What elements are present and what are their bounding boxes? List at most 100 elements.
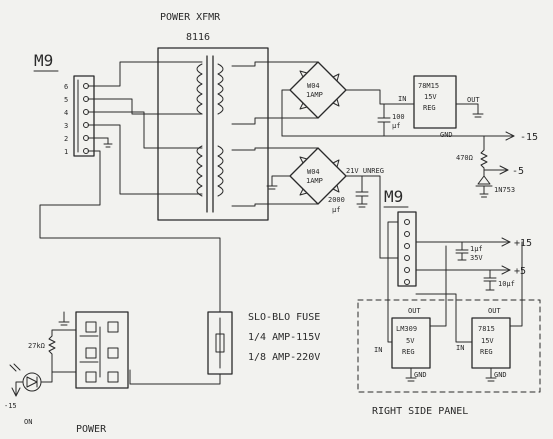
slo-blo-fuse — [207, 311, 233, 375]
arrow-head — [499, 165, 509, 175]
capacitor-value: 100 — [392, 113, 405, 121]
switch-resistor-value: 27kΩ — [28, 342, 45, 350]
pin-gnd-label: GND — [440, 131, 453, 139]
wire — [231, 117, 319, 125]
regulator-lm309: LM309 5V REG IN OUT GND — [374, 307, 431, 379]
right-m9-connector: M9 — [383, 187, 417, 287]
regulator-7815: 7815 15V REG IN OUT GND — [456, 307, 511, 379]
diode-mark — [329, 159, 340, 168]
output-neg5: -5 — [512, 166, 524, 177]
ground-symbol — [103, 137, 113, 148]
bridge-outline — [289, 61, 347, 119]
wire — [345, 89, 409, 105]
pin-out-label: OUT — [467, 96, 480, 104]
capacitor-unit: µf — [332, 206, 340, 214]
pin-label: 4 — [64, 109, 68, 117]
wire — [40, 371, 53, 383]
pin-out-label: OUT — [488, 307, 501, 315]
led-label: ON — [24, 418, 32, 426]
fuse-note: SLO-BLO FUSE — [248, 312, 320, 323]
rectifier-label-line2: 1AMP — [306, 91, 323, 99]
diode-mark — [299, 185, 308, 196]
regulator-part: LM309 — [396, 325, 417, 333]
pin-in-label: IN — [374, 346, 382, 354]
zener-part: 1N753 — [494, 186, 515, 194]
small-capacitor — [483, 269, 497, 291]
led-rays — [9, 363, 21, 372]
led-diode — [26, 376, 38, 388]
right-connector-label: M9 — [384, 187, 403, 206]
left-m9-connector: M9 6 5 4 3 2 1 — [33, 51, 95, 157]
regulator-type: REG — [423, 104, 436, 112]
diode-mark — [329, 98, 340, 107]
pin-label: 3 — [64, 122, 68, 130]
output-pos15: +15 — [514, 238, 532, 249]
arrow-head — [11, 387, 21, 397]
regulator-type: REG — [402, 348, 415, 356]
regulator-body — [413, 75, 457, 129]
zener-diode — [475, 175, 493, 198]
wire — [15, 381, 24, 397]
ground-symbol — [266, 175, 291, 190]
left-connector-label: M9 — [34, 51, 53, 70]
power-transformer — [157, 47, 269, 221]
resistor-27k — [48, 329, 77, 361]
capacitor-value: 2000 — [328, 196, 345, 204]
pin-out-label: OUT — [408, 307, 421, 315]
diode-mark — [329, 184, 340, 193]
diode-mark — [299, 156, 308, 167]
ground-symbol — [58, 311, 70, 326]
wire — [231, 61, 319, 67]
secondary-coil-upper — [217, 63, 224, 115]
transformer-outline — [157, 47, 269, 221]
right-side-panel-box — [357, 299, 541, 393]
primary-coil-upper — [196, 63, 203, 115]
right-connector-body — [397, 211, 417, 287]
power-switch-caption: POWER — [76, 424, 107, 435]
wire — [87, 98, 203, 115]
arrow-head — [501, 265, 511, 275]
wire — [345, 175, 381, 259]
capacitor-unit: µf — [392, 122, 400, 130]
transformer-core — [206, 55, 214, 213]
ground-symbol — [485, 367, 497, 382]
fuse-note: 1/4 AMP-115V — [248, 332, 320, 343]
rectifier-label-line1: W04 — [307, 168, 320, 176]
small-cap-a: 1µf — [470, 245, 483, 253]
arrow-head — [505, 131, 515, 141]
small-capacitor — [455, 241, 469, 261]
regulator-part: 78M15 — [418, 82, 439, 90]
arrow-head — [501, 237, 511, 247]
pin-in-label: IN — [398, 95, 406, 103]
fuse-element — [215, 317, 225, 369]
switch-contacts — [79, 326, 101, 378]
regulator-type: REG — [480, 348, 493, 356]
wire — [87, 124, 203, 195]
fuse-note: 1/8 AMP-220V — [248, 352, 320, 363]
on-led — [9, 363, 42, 392]
diode-mark — [299, 99, 308, 110]
pin-label: 2 — [64, 135, 68, 143]
secondary-coil-lower — [217, 145, 224, 197]
pin-label: 6 — [64, 83, 68, 91]
wire — [429, 245, 447, 327]
wire — [87, 61, 203, 87]
rectifier-label-line1: W04 — [307, 82, 320, 90]
wire — [129, 369, 221, 385]
resistor-470 — [480, 135, 488, 177]
pin-gnd-label: GND — [414, 371, 427, 379]
panel-caption: RIGHT SIDE PANEL — [372, 406, 468, 417]
switch-body — [75, 311, 129, 389]
regulator-voltage: 15V — [481, 337, 494, 345]
unregulated-label: 21V UNREG — [346, 167, 384, 175]
wire — [455, 103, 484, 118]
pin-gnd-label: GND — [494, 371, 507, 379]
regulator-78m15: 78M15 15V REG IN OUT GND — [398, 75, 480, 139]
output-neg15: -15 — [520, 132, 538, 143]
left-connector-body — [73, 75, 95, 157]
wire — [415, 293, 473, 343]
diagram-title: POWER XFMR — [160, 12, 221, 23]
small-cap-c: 10µf — [498, 280, 515, 288]
wire — [39, 150, 221, 313]
